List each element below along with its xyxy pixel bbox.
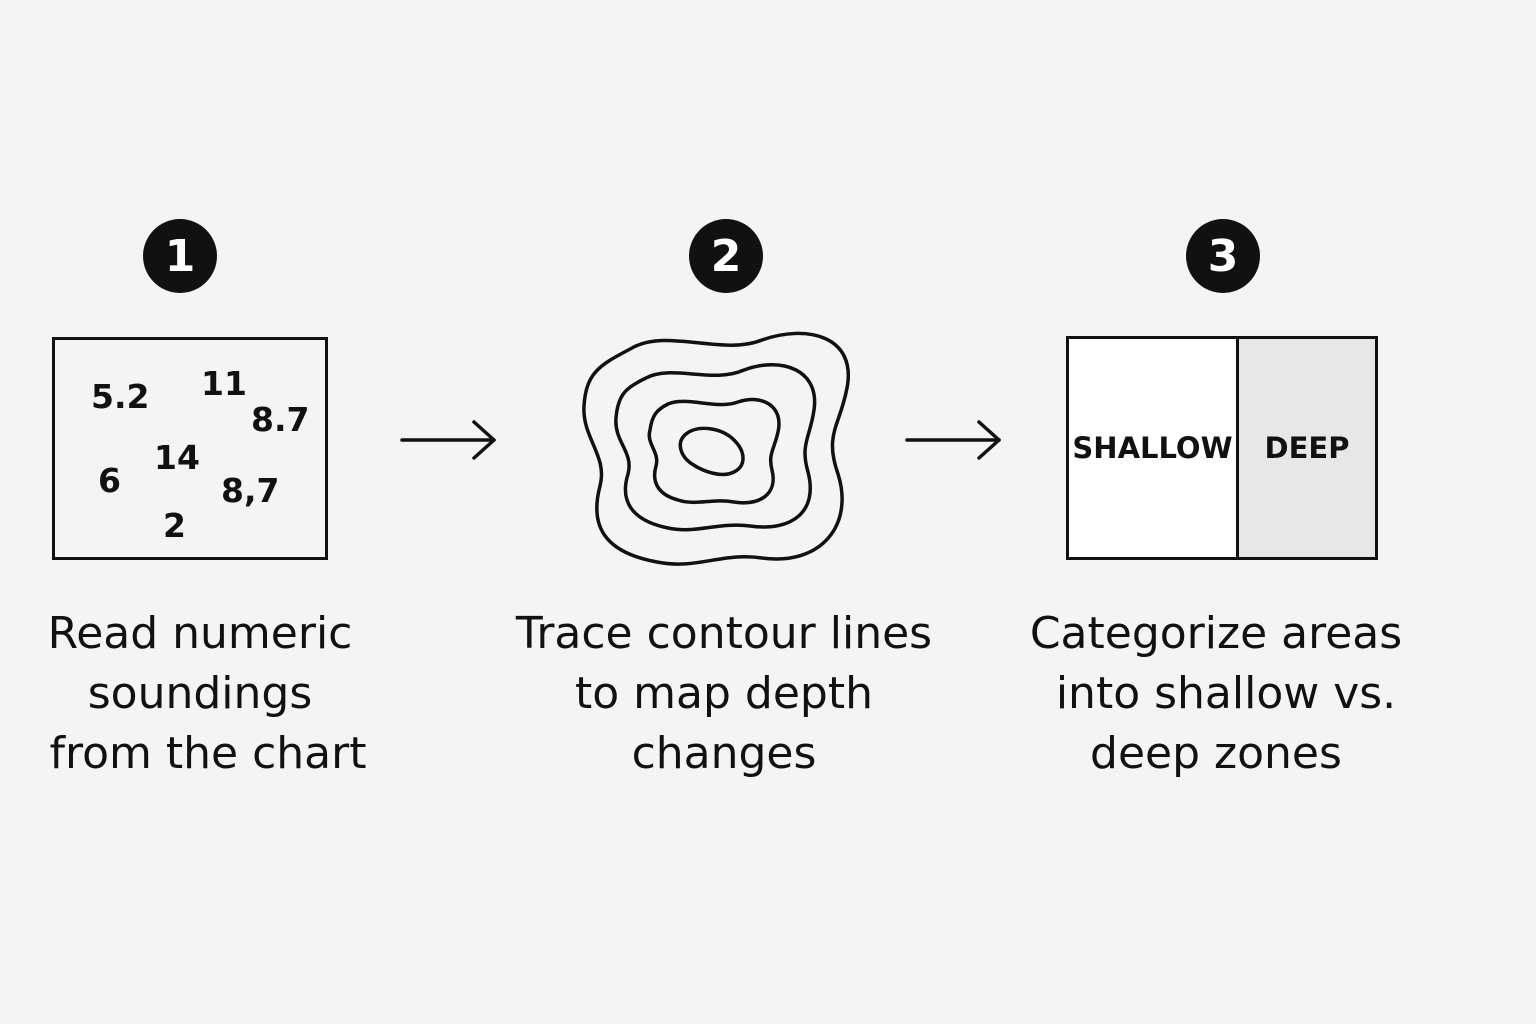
right-arrow-icon	[905, 420, 1001, 460]
right-arrow-icon	[400, 420, 496, 460]
caption-line: deep zones	[1090, 728, 1342, 779]
depth-zones-box: SHALLOW DEEP	[1066, 336, 1378, 560]
deep-zone: DEEP	[1239, 339, 1375, 557]
caption-line: changes	[631, 728, 817, 779]
caption-line: Categorize areas	[1029, 608, 1403, 659]
step-3-caption: Categorize areas into shallow vs. deep z…	[996, 604, 1436, 784]
caption-line: to map depth	[575, 668, 873, 719]
caption-line: Read numeric	[47, 608, 353, 659]
contour-lines-icon	[582, 331, 851, 566]
deep-zone-label: DEEP	[1264, 431, 1350, 465]
caption-line: into shallow vs.	[1055, 668, 1397, 719]
soundings-chart-box: 5.2 11 8.7 14 6 8,7 2	[52, 337, 328, 560]
caption-line: Trace contour lines	[515, 608, 933, 659]
sounding-value: 5.2	[91, 377, 150, 416]
shallow-zone-label: SHALLOW	[1072, 431, 1233, 465]
step-1-caption: Read numeric soundings from the chart	[0, 604, 420, 784]
sounding-value: 2	[163, 506, 186, 545]
caption-line: from the chart	[49, 728, 367, 779]
step-3-badge: 3	[1186, 219, 1260, 293]
step-2-badge: 2	[689, 219, 763, 293]
sounding-value: 6	[98, 461, 121, 500]
sounding-value: 11	[201, 364, 247, 403]
caption-line: soundings	[87, 668, 313, 719]
sounding-value: 8,7	[221, 471, 280, 510]
step-2-caption: Trace contour lines to map depth changes	[504, 604, 944, 784]
step-1-badge: 1	[143, 219, 217, 293]
shallow-zone: SHALLOW	[1069, 339, 1239, 557]
sounding-value: 14	[154, 438, 200, 477]
sounding-value: 8.7	[251, 400, 310, 439]
